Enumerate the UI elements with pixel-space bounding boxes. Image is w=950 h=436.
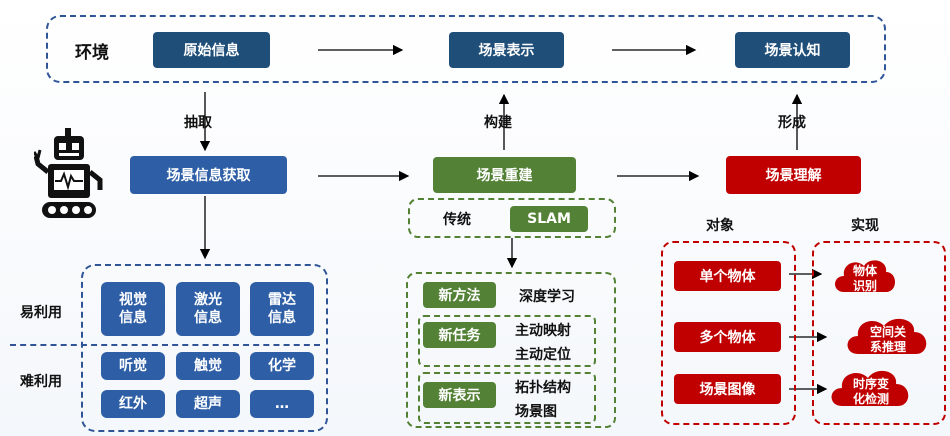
cloud-shape [847, 318, 927, 354]
scene-reconstruction-box: 场景重建 [433, 157, 576, 193]
cloud-object-recognition: 物体 识别 [830, 252, 900, 300]
active-mapping-text: 主动映射 [515, 323, 571, 339]
realization-temporal-detection: 时序变 化检测 [852, 377, 889, 406]
scene-cognition-box: 场景认知 [735, 32, 850, 68]
scene-representation-box: 场景表示 [449, 32, 564, 68]
realize-header: 实现 [851, 218, 879, 234]
active-localization-text: 主动定位 [515, 347, 571, 363]
tile-laser-info: 激光 信息 [176, 282, 240, 336]
scene-graph-text: 场景图 [515, 404, 557, 420]
easy-label: 易利用 [20, 305, 62, 321]
new-method-tag: 新方法 [423, 282, 496, 308]
construct-label: 构建 [484, 115, 512, 131]
scene-acquisition-box: 场景信息获取 [130, 156, 287, 194]
form-label: 形成 [778, 115, 806, 131]
traditional-label: 传统 [443, 212, 471, 228]
deep-learning-text: 深度学习 [519, 289, 575, 305]
objects-panel [661, 241, 796, 425]
tile-ultrasound: 超声 [176, 390, 240, 418]
tile-hearing: 听觉 [101, 352, 165, 380]
robot-icon [32, 128, 104, 220]
cloud-spatial-reasoning: 空间关 系推理 [842, 312, 934, 362]
tile-touch: 触觉 [176, 352, 240, 380]
slam-box: SLAM [510, 206, 588, 232]
tile-visual-info: 视觉 信息 [101, 282, 165, 336]
tile-radar-info: 雷达 信息 [250, 282, 314, 336]
environment-panel [46, 15, 886, 83]
multi-object-box: 多个物体 [674, 322, 781, 352]
environment-label: 环境 [75, 43, 109, 63]
tile-more: … [250, 390, 314, 418]
new-repr-tag: 新表示 [423, 382, 496, 408]
realizations-panel [812, 241, 946, 425]
hard-label: 难利用 [20, 374, 62, 390]
topology-text: 拓扑结构 [515, 380, 571, 396]
object-header: 对象 [706, 218, 734, 234]
tile-infrared: 红外 [101, 390, 165, 418]
traditional-panel [408, 198, 616, 238]
extract-label: 抽取 [184, 115, 212, 131]
new-task-inner-panel [418, 315, 596, 367]
realization-object-recognition: 物体 识别 [852, 264, 877, 293]
scene-understanding-box: 场景理解 [726, 156, 861, 194]
raw-info-box: 原始信息 [153, 32, 270, 68]
new-task-tag: 新任务 [423, 322, 496, 348]
scene-image-box: 场景图像 [674, 374, 781, 404]
acquisition-panel [81, 264, 328, 432]
cloud-shape [831, 370, 909, 406]
realization-spatial-reasoning: 空间关 系推理 [869, 325, 906, 354]
tile-chemical: 化学 [250, 352, 314, 380]
cloud-shape [835, 260, 895, 292]
easy-hard-divider [10, 344, 320, 346]
single-object-box: 单个物体 [674, 261, 781, 291]
cloud-temporal-detection: 时序变 化检测 [826, 364, 916, 414]
new-repr-inner-panel [418, 372, 596, 424]
new-methods-panel [406, 272, 616, 428]
